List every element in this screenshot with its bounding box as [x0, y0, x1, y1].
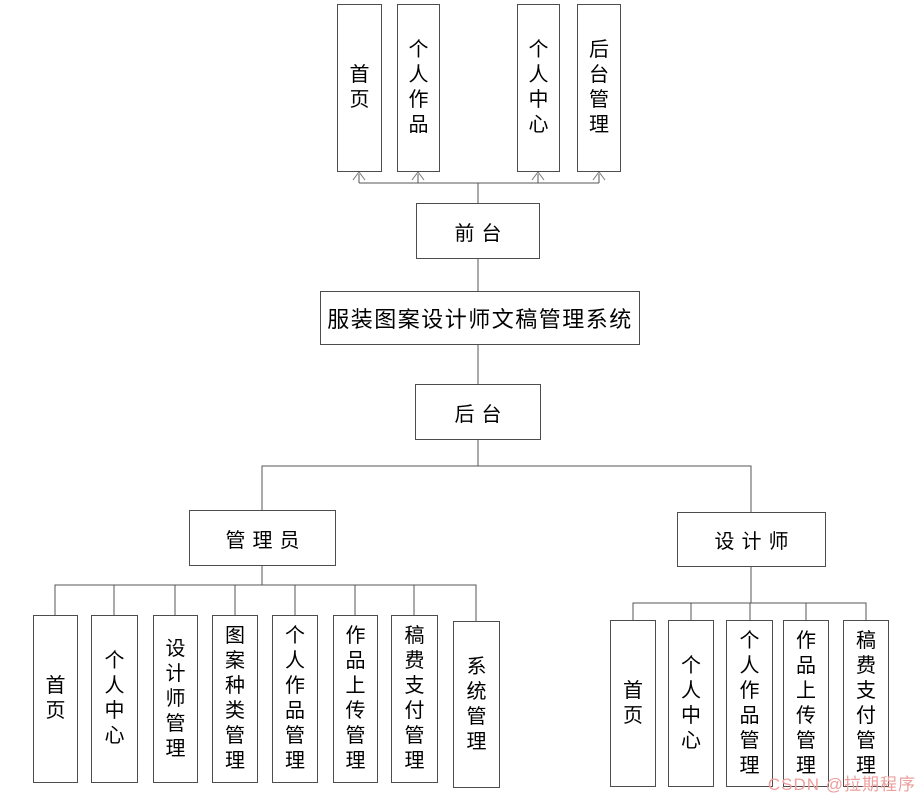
node-admin-work-upload-management: 作品上传管理: [333, 615, 378, 783]
node-designer-personal-center: 个人中心: [668, 620, 714, 787]
node-admin-personal-center: 个人中心: [91, 615, 138, 783]
node-admin-system-management: 系统管理: [453, 621, 500, 788]
node-front-home: 首页: [337, 4, 382, 172]
node-designer: 设计师: [677, 512, 826, 567]
node-label: 个人中心: [528, 39, 549, 136]
node-label: 系统管理: [466, 655, 487, 753]
node-designer-personal-works-management: 个人作品管理: [726, 620, 773, 787]
node-label: 后台: [454, 403, 509, 426]
node-label: 作品上传管理: [345, 625, 366, 772]
node-backend: 后台: [415, 384, 541, 440]
node-label: 个人中心: [681, 654, 701, 752]
node-label: 个人作品: [408, 39, 429, 136]
watermark: CSDN @拉期程序: [767, 775, 916, 794]
node-label: 设计师: [714, 531, 796, 553]
node-label: 首页: [623, 679, 643, 727]
node-admin-personal-works-management: 个人作品管理: [272, 615, 318, 783]
node-label: 个人中心: [104, 650, 125, 747]
node-front-backstage-management: 后台管理: [577, 4, 621, 172]
node-label: 设计师管理: [165, 637, 186, 760]
node-label: 稿费支付管理: [404, 625, 425, 772]
node-designer-work-upload-management: 作品上传管理: [783, 620, 829, 787]
node-label: 稿费支付管理: [856, 629, 876, 777]
node-admin-fee-payment-management: 稿费支付管理: [391, 615, 438, 783]
node-system-root: 服装图案设计师文稿管理系统: [320, 291, 640, 345]
node-designer-fee-payment-management: 稿费支付管理: [843, 620, 889, 787]
node-label: 首页: [349, 64, 370, 111]
node-label: 个人作品管理: [739, 629, 760, 777]
node-frontend: 前台: [416, 203, 540, 259]
node-label: 前台: [454, 222, 509, 245]
node-designer-home: 首页: [610, 620, 656, 787]
node-front-personal-works: 个人作品: [397, 4, 440, 172]
node-label: 管理员: [225, 529, 307, 552]
node-admin-pattern-type-management: 图案种类管理: [212, 615, 258, 783]
node-label: 作品上传管理: [796, 629, 816, 777]
node-label: 后台管理: [589, 39, 609, 136]
node-admin-home: 首页: [33, 615, 78, 783]
node-label: 个人作品管理: [285, 625, 305, 772]
node-label: 图案种类管理: [225, 625, 245, 772]
node-admin-designer-management: 设计师管理: [153, 615, 198, 783]
node-front-personal-center: 个人中心: [517, 4, 560, 172]
node-admin: 管理员: [189, 510, 336, 566]
node-label: 首页: [45, 675, 66, 722]
node-label: 服装图案设计师文稿管理系统: [327, 307, 633, 332]
